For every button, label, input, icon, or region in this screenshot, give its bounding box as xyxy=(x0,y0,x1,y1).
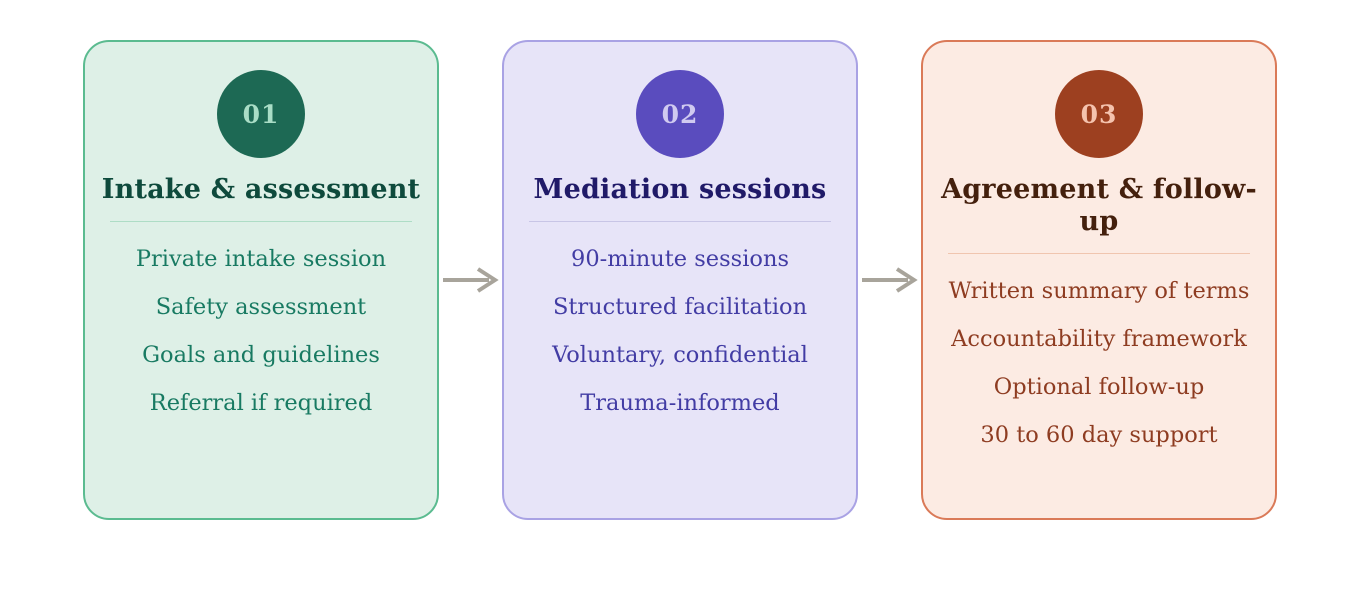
step-card-agreement: 03 Agreement & follow-up Written summary… xyxy=(921,40,1277,520)
step-item-list: 90-minute sessions Structured facilitati… xyxy=(504,235,856,427)
divider xyxy=(109,221,413,222)
step-card-intake: 01 Intake & assessment Private intake se… xyxy=(83,40,439,520)
step-item: Written summary of terms xyxy=(948,278,1250,304)
step-item: Optional follow-up xyxy=(993,374,1205,400)
step-item: Accountability framework xyxy=(951,326,1247,352)
step-item: Voluntary, confidential xyxy=(552,342,808,368)
step-number: 03 xyxy=(1080,99,1118,129)
step-number: 01 xyxy=(242,99,280,129)
right-arrow-icon xyxy=(439,265,502,295)
step-item: Referral if required xyxy=(149,390,373,416)
step-item: 30 to 60 day support xyxy=(980,422,1218,448)
step-number: 02 xyxy=(661,99,699,129)
divider xyxy=(947,253,1251,254)
step-number-badge: 03 xyxy=(1055,70,1143,158)
step-number-badge: 02 xyxy=(636,70,724,158)
step-item: Safety assessment xyxy=(155,294,367,320)
step-card-mediation: 02 Mediation sessions 90-minute sessions… xyxy=(502,40,858,520)
process-flow: 01 Intake & assessment Private intake se… xyxy=(0,40,1360,520)
step-item: Private intake session xyxy=(135,246,387,272)
step-item-list: Private intake session Safety assessment… xyxy=(85,235,437,427)
step-item-list: Written summary of terms Accountability … xyxy=(923,267,1275,459)
step-item: 90-minute sessions xyxy=(571,246,789,272)
right-arrow-icon xyxy=(858,265,921,295)
step-item: Trauma-informed xyxy=(580,390,780,416)
step-item: Goals and guidelines xyxy=(142,342,380,368)
step-item: Structured facilitation xyxy=(552,294,808,320)
divider xyxy=(528,221,832,222)
step-title: Mediation sessions xyxy=(533,174,827,205)
step-title: Agreement & follow-up xyxy=(941,174,1257,237)
step-number-badge: 01 xyxy=(217,70,305,158)
step-title: Intake & assessment xyxy=(101,174,421,205)
